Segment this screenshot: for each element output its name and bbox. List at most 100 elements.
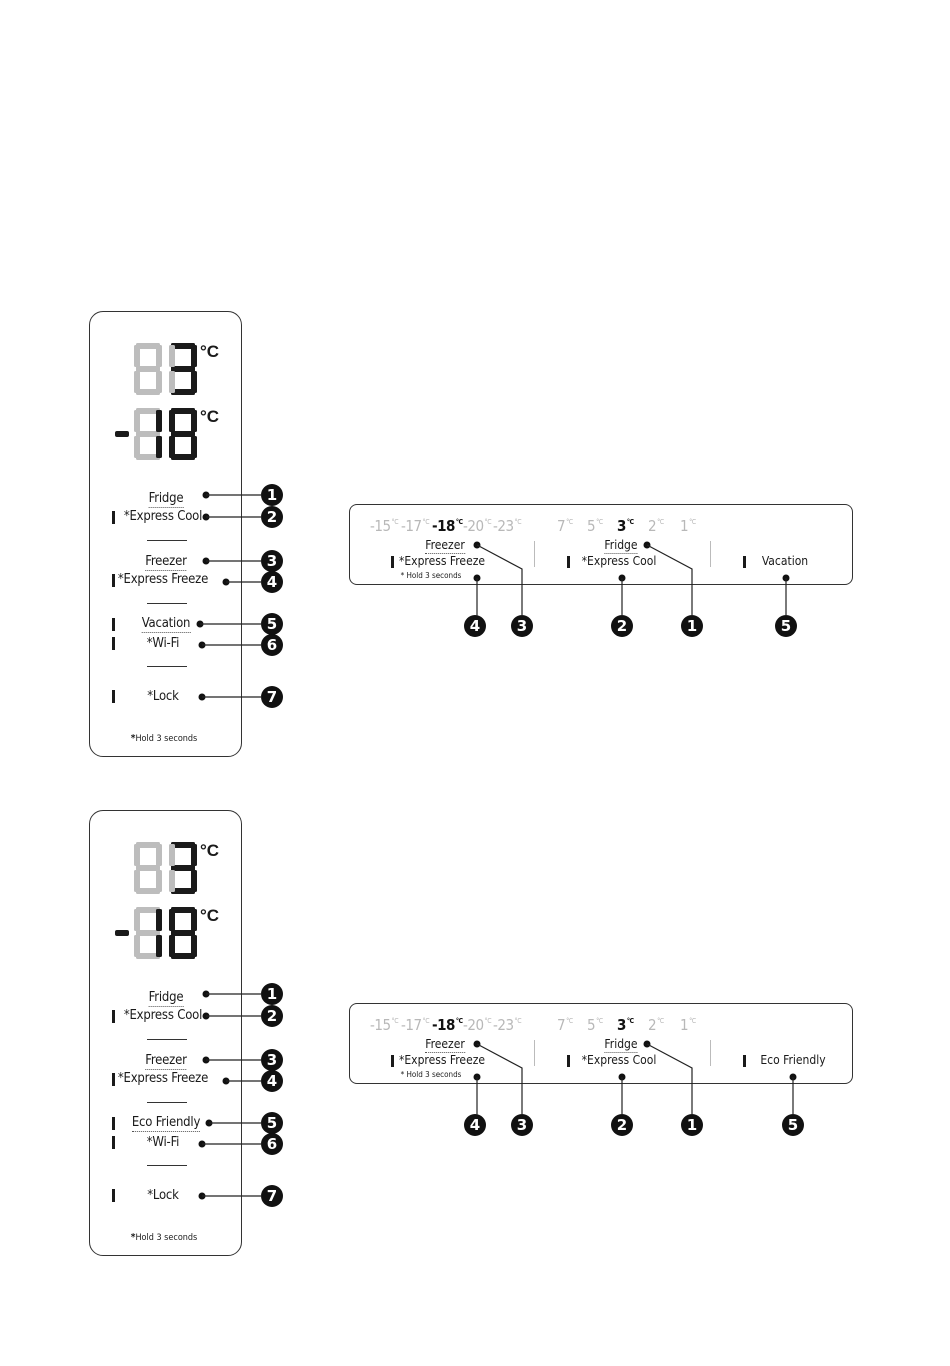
express-freeze-indicator	[112, 1073, 115, 1086]
fridge-temp-option: 5°C	[587, 517, 603, 535]
freezer-button[interactable]: Freezer	[145, 554, 187, 571]
freezer-temp-option: -15°C	[370, 517, 399, 535]
freezer-temp-option: -17°C	[401, 1016, 430, 1034]
footnote-asterisk: *	[130, 733, 136, 744]
h-hold-note: * Hold 3 seconds	[400, 571, 462, 580]
h-callout-2: 2	[611, 1114, 633, 1136]
wifi-indicator	[112, 1136, 115, 1149]
h-freezer-button[interactable]: Freezer	[425, 1037, 465, 1053]
vertical-control-panel	[89, 311, 242, 757]
fridge-temp-option-selected: 3°C	[617, 1016, 634, 1034]
h-express-cool-indicator	[567, 1055, 570, 1067]
eco-friendly-button[interactable]: Eco Friendly	[131, 1115, 201, 1132]
freezer-temp-option: -20°C	[463, 1016, 492, 1034]
panel-divider	[710, 541, 711, 567]
h-express-freeze-indicator	[391, 556, 394, 568]
express-cool-indicator	[112, 511, 115, 524]
h-callout-4: 4	[464, 1114, 486, 1136]
callout-3: 3	[261, 1049, 283, 1071]
callout-2: 2	[261, 506, 283, 528]
lock-button[interactable]: *Lock	[147, 689, 179, 704]
fridge-button[interactable]: Fridge	[148, 491, 184, 508]
freezer-temp-option: -23°C	[493, 517, 522, 535]
express-cool-indicator	[112, 1010, 115, 1023]
h-express-cool-button[interactable]: *Express Cool	[581, 554, 657, 568]
freezer-unit-label: °C	[200, 906, 220, 925]
hold-footnote: *Hold 3 seconds	[131, 1232, 198, 1243]
lock-button[interactable]: *Lock	[147, 1188, 179, 1203]
fridge-temp-option: 1°C	[680, 1016, 696, 1034]
wifi-button[interactable]: *Wi-Fi	[146, 636, 180, 651]
h-callout-2: 2	[611, 615, 633, 637]
h-fridge-button[interactable]: Fridge	[604, 1037, 638, 1053]
footnote-text: Hold 3 seconds	[135, 734, 198, 744]
divider	[147, 540, 187, 541]
freezer-button[interactable]: Freezer	[145, 1053, 187, 1070]
horizontal-control-panel	[349, 1003, 853, 1084]
fridge-temp-option-selected: 3°C	[617, 517, 634, 535]
wifi-button[interactable]: *Wi-Fi	[146, 1135, 180, 1150]
freezer-temp-option-selected: -18°C	[432, 517, 463, 535]
freezer-temp-option-selected: -18°C	[432, 1016, 463, 1034]
divider	[147, 1102, 187, 1103]
callout-1: 1	[261, 983, 283, 1005]
horizontal-control-panel	[349, 504, 853, 585]
panel-divider	[710, 1040, 711, 1066]
callout-4: 4	[261, 1070, 283, 1092]
h-callout-3: 3	[511, 1114, 533, 1136]
h-mode-indicator	[743, 556, 746, 568]
fridge-temp-option: 2°C	[648, 1016, 664, 1034]
vacation-indicator	[112, 618, 115, 631]
callout-5: 5	[261, 613, 283, 635]
footnote-text: Hold 3 seconds	[135, 1233, 198, 1243]
wifi-indicator	[112, 637, 115, 650]
h-callout-3: 3	[511, 615, 533, 637]
callout-2: 2	[261, 1005, 283, 1027]
express-cool-button[interactable]: *Express Cool	[123, 509, 203, 524]
freezer-temp-option: -15°C	[370, 1016, 399, 1034]
divider	[147, 1165, 187, 1166]
fridge-temp-option: 7°C	[557, 517, 573, 535]
freezer-temp-option: -17°C	[401, 517, 430, 535]
fridge-button[interactable]: Fridge	[148, 990, 184, 1007]
h-express-freeze-button[interactable]: *Express Freeze	[398, 554, 486, 568]
express-freeze-button[interactable]: *Express Freeze	[117, 572, 209, 587]
fridge-unit-label: °C	[200, 342, 220, 361]
vertical-control-panel	[89, 810, 242, 1256]
express-freeze-button[interactable]: *Express Freeze	[117, 1071, 209, 1086]
panel-divider	[534, 1040, 535, 1066]
fridge-temp-option: 7°C	[557, 1016, 573, 1034]
eco-friendly-indicator	[112, 1117, 115, 1130]
callout-5: 5	[261, 1112, 283, 1134]
lock-indicator	[112, 690, 115, 703]
callout-6: 6	[261, 1133, 283, 1155]
footnote-asterisk: *	[130, 1232, 136, 1243]
h-freezer-button[interactable]: Freezer	[425, 538, 465, 554]
express-cool-button[interactable]: *Express Cool	[123, 1008, 203, 1023]
divider	[147, 1039, 187, 1040]
vacation-button[interactable]: Vacation	[141, 616, 191, 633]
fridge-temp-option: 1°C	[680, 517, 696, 535]
fridge-temp-option: 2°C	[648, 517, 664, 535]
divider	[147, 666, 187, 667]
fridge-temp-option: 5°C	[587, 1016, 603, 1034]
h-callout-1: 1	[681, 1114, 703, 1136]
freezer-temp-option: -23°C	[493, 1016, 522, 1034]
freezer-unit-label: °C	[200, 407, 220, 426]
h-express-cool-button[interactable]: *Express Cool	[581, 1053, 657, 1067]
h-fridge-button[interactable]: Fridge	[604, 538, 638, 554]
freezer-temp-option: -20°C	[463, 517, 492, 535]
callout-3: 3	[261, 550, 283, 572]
h-callout-5: 5	[775, 615, 797, 637]
hold-footnote: *Hold 3 seconds	[131, 733, 198, 744]
h-vacation-button[interactable]: Vacation	[761, 554, 809, 568]
h-eco-friendly-button[interactable]: Eco Friendly	[760, 1053, 826, 1067]
divider	[147, 603, 187, 604]
express-freeze-indicator	[112, 574, 115, 587]
h-express-freeze-button[interactable]: *Express Freeze	[398, 1053, 486, 1067]
h-callout-1: 1	[681, 615, 703, 637]
callout-4: 4	[261, 571, 283, 593]
callout-7: 7	[261, 686, 283, 708]
h-mode-indicator	[743, 1055, 746, 1067]
h-hold-note: * Hold 3 seconds	[400, 1070, 462, 1079]
